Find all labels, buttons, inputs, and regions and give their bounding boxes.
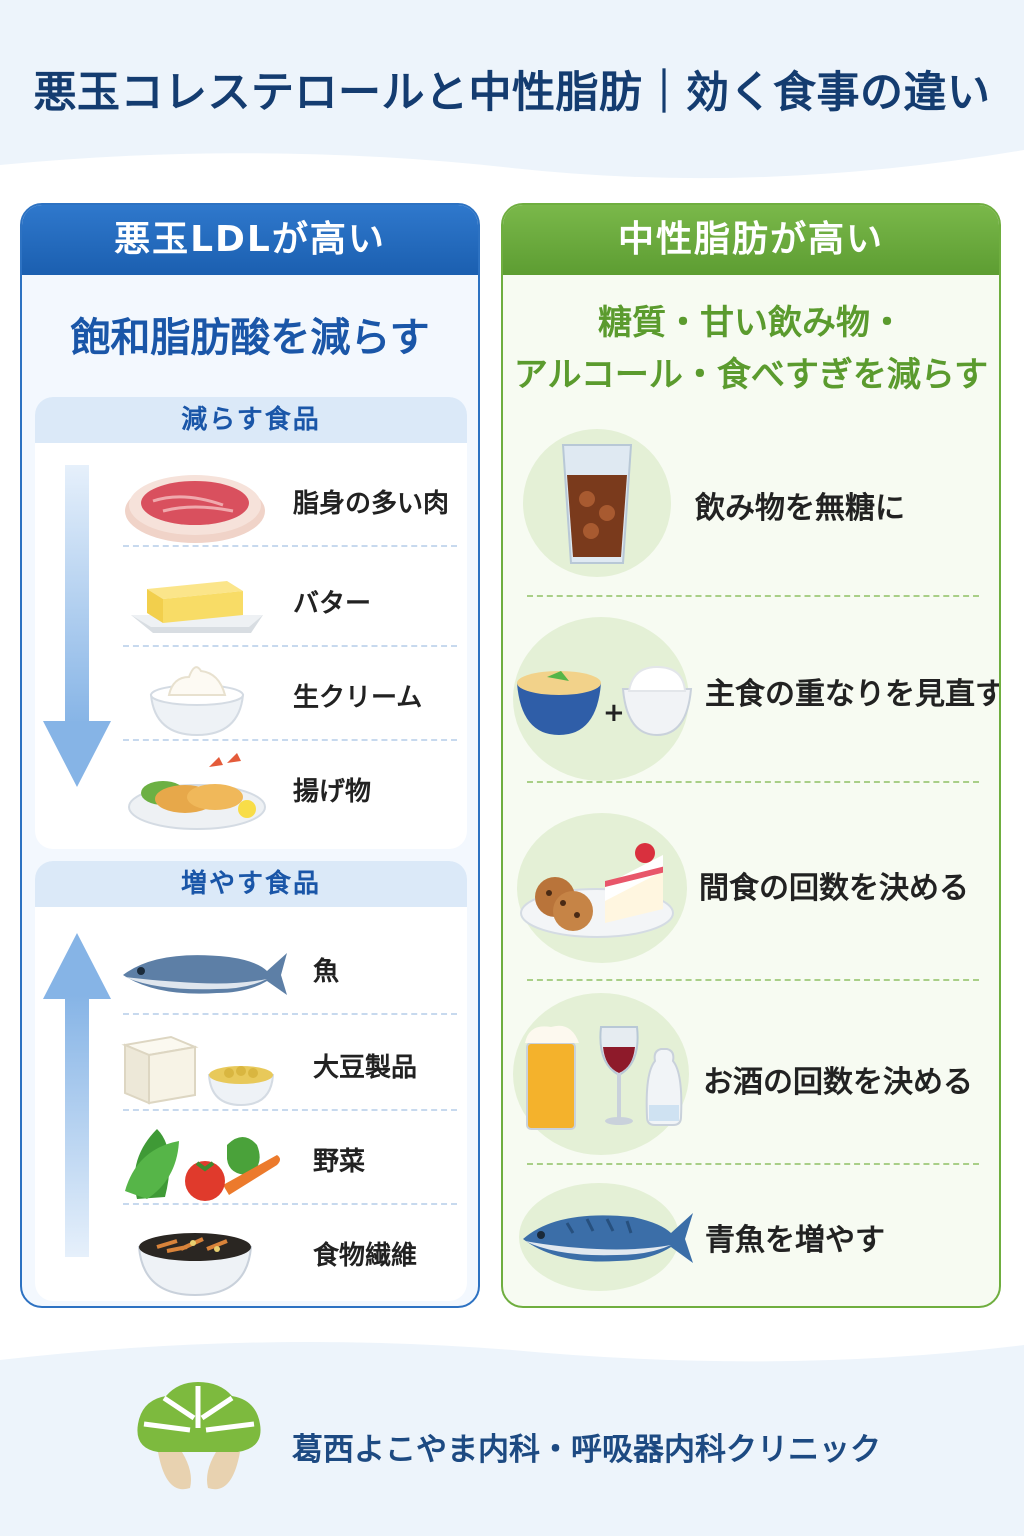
noodle-rice-icon: + (517, 665, 693, 737)
food-row-soy: 大豆製品 (121, 1019, 457, 1111)
fried-food-icon (128, 753, 266, 830)
reduce-foods-box: 減らす食品 脂身の多い肉 バター (35, 397, 467, 849)
food-row-fiber: 食物繊維 (123, 1207, 457, 1299)
tofu-soy-icon (121, 1035, 275, 1107)
tip-row-staple: + 主食の重なりを見直す (513, 603, 999, 783)
vegetables-icon (125, 1129, 280, 1201)
food-label: 大豆製品 (313, 1053, 418, 1083)
food-row-vegetables: 野菜 (123, 1113, 457, 1205)
divider (123, 1013, 457, 1015)
divider (527, 979, 979, 981)
meat-icon (125, 475, 265, 543)
food-row-fried: 揚げ物 (123, 743, 457, 835)
butter-icon (131, 581, 263, 633)
divider (527, 781, 979, 783)
tip-label: お酒の回数を決める (703, 1065, 973, 1100)
lead-line-1: 糖質・甘い飲み物・ (598, 303, 904, 343)
food-row-cream: 生クリーム (123, 649, 457, 741)
food-label: 野菜 (313, 1147, 366, 1177)
food-row-fish: 魚 (123, 923, 457, 1015)
divider (123, 1203, 457, 1205)
cream-icon (149, 666, 245, 737)
page-title: 悪玉コレステロールと中性脂肪｜効く食事の違い (33, 68, 991, 118)
food-label: 魚 (313, 957, 340, 987)
divider (527, 1163, 979, 1165)
triglyceride-lead-text: 糖質・甘い飲み物・ アルコール・食べすぎを減らす (503, 297, 999, 401)
divider (123, 545, 457, 547)
tree-logo-icon (137, 1382, 261, 1490)
tip-row-snacks: 間食の回数を決める (513, 801, 989, 981)
food-row-butter: バター (123, 555, 457, 647)
tip-row-drinks: 飲み物を無糖に (513, 417, 989, 597)
fish-icon (123, 953, 287, 995)
lead-line-2: アルコール・食べすぎを減らす (513, 355, 989, 395)
divider (123, 1109, 457, 1111)
divider (527, 595, 979, 597)
tip-label: 飲み物を無糖に (695, 491, 905, 526)
food-label: 脂身の多い肉 (293, 489, 450, 519)
tip-label: 間食の回数を決める (699, 871, 969, 906)
sweets-icon (520, 843, 674, 938)
food-label: バター (293, 589, 372, 619)
footer-background (0, 1342, 1024, 1536)
alcohol-icon (525, 1025, 683, 1130)
ldl-panel: 悪玉LDLが高い 飽和脂肪酸を減らす 減らす食品 脂身の多い肉 (20, 203, 480, 1308)
food-label: 生クリーム (293, 683, 423, 713)
triglyceride-panel: 中性脂肪が高い 糖質・甘い飲み物・ アルコール・食べすぎを減らす 飲み物を無糖に… (501, 203, 1001, 1308)
tip-row-alcohol: お酒の回数を決める (513, 985, 989, 1165)
tip-row-blue-fish: 青魚を増やす (513, 1173, 989, 1303)
increase-foods-box: 増やす食品 魚 大豆製品 (35, 861, 467, 1301)
tip-label: 主食の重なりを見直す (705, 677, 1001, 712)
triglyceride-panel-header: 中性脂肪が高い (503, 205, 999, 275)
food-label: 食物繊維 (313, 1241, 418, 1271)
increase-foods-heading: 増やす食品 (35, 861, 467, 907)
down-arrow-icon (43, 465, 111, 787)
food-row-fatty-meat: 脂身の多い肉 (123, 455, 457, 547)
ldl-panel-header: 悪玉LDLが高い (22, 205, 478, 275)
blue-fish-icon (523, 1213, 693, 1263)
clinic-name: 葛西よこやま内科・呼吸器内科クリニック (292, 1432, 881, 1468)
divider (123, 739, 457, 741)
cola-glass-icon (561, 444, 633, 564)
plus-sign: + (603, 698, 625, 728)
header-background (0, 0, 1024, 179)
divider (123, 645, 457, 647)
ldl-lead-text: 飽和脂肪酸を減らす (70, 315, 430, 361)
reduce-foods-heading: 減らす食品 (35, 397, 467, 443)
up-arrow-icon (43, 933, 111, 1257)
hijiki-bowl-icon (137, 1233, 253, 1297)
food-label: 揚げ物 (293, 777, 372, 807)
tip-label: 青魚を増やす (705, 1223, 885, 1258)
